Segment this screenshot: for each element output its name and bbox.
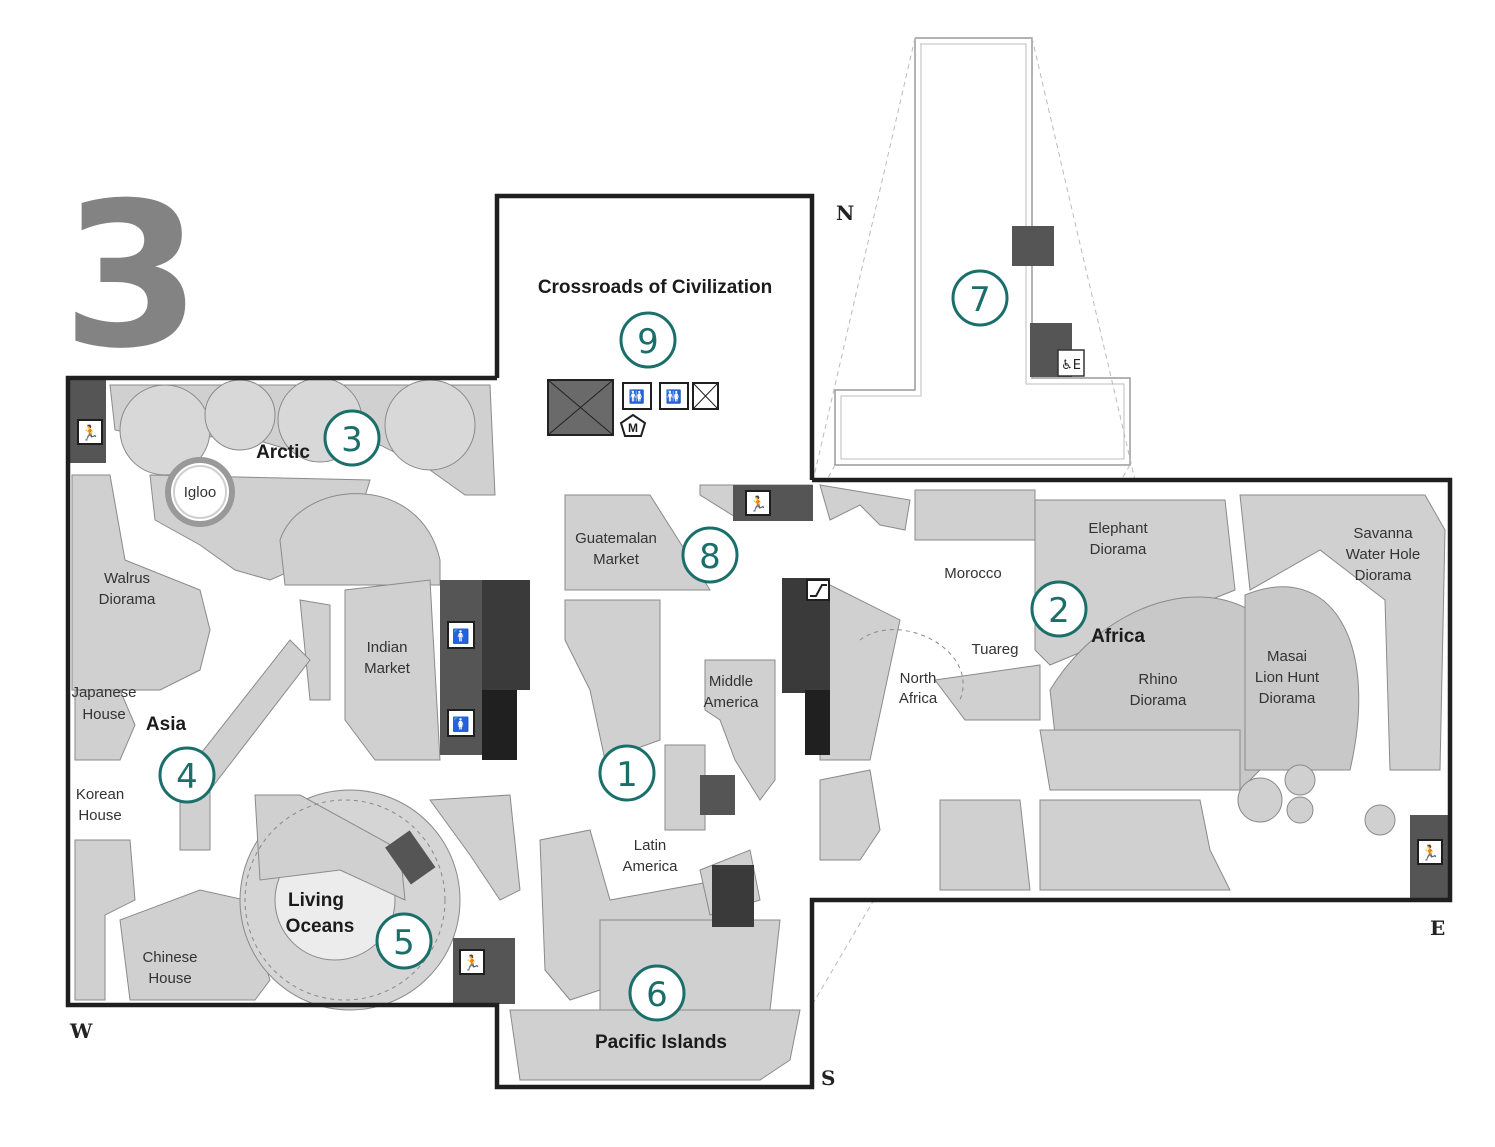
svg-text:🚹: 🚹	[452, 628, 469, 645]
label-morocco: Morocco	[944, 565, 1002, 582]
svg-text:5: 5	[393, 923, 415, 963]
label-japanese: House	[82, 706, 125, 723]
restroom-icon: 🚻	[622, 382, 652, 410]
label-latin-america: Latin	[634, 837, 667, 854]
label-savanna: Savanna	[1353, 525, 1413, 542]
label-rhino: Rhino	[1138, 671, 1177, 688]
svg-text:🏃: 🏃	[463, 954, 482, 972]
svg-text:🏃: 🏃	[1421, 844, 1440, 862]
exit-icon: 🏃	[1417, 839, 1443, 865]
label-elephant: Elephant	[1088, 520, 1148, 537]
label-africa: Africa	[1091, 626, 1145, 647]
svg-text:🚻: 🚻	[666, 389, 682, 405]
outer-walls	[65, 193, 1453, 1090]
label-guatemalan: Market	[593, 551, 640, 568]
gallery-marker-5[interactable]: 5	[375, 912, 433, 970]
gallery-markers[interactable]: 1 2 3 4 5 6 7 8	[158, 269, 1088, 1022]
svg-text:🚻: 🚻	[629, 389, 645, 405]
label-korean: House	[78, 807, 121, 824]
elevator-icon	[692, 382, 719, 410]
living-oceans-ring	[244, 799, 446, 1001]
label-latin-america: America	[622, 858, 678, 875]
gallery-marker-8[interactable]: 8	[681, 526, 739, 584]
escalator-icon	[806, 579, 830, 601]
svg-text:3: 3	[341, 420, 363, 460]
label-masai: Masai	[1267, 648, 1307, 665]
svg-text:🏃: 🏃	[749, 495, 768, 513]
label-crossroads: Crossroads of Civilization	[538, 277, 772, 298]
accessible-icon: ♿E	[1061, 358, 1081, 373]
svg-text:🏃: 🏃	[81, 424, 100, 442]
label-igloo: Igloo	[184, 484, 217, 501]
label-indian: Indian	[367, 639, 408, 656]
exit-icon: 🏃	[459, 949, 485, 975]
compass-south: S	[821, 1066, 835, 1090]
label-tuareg: Tuareg	[972, 641, 1019, 658]
annex-outline: ♿E	[499, 37, 1136, 1081]
svg-text:6: 6	[646, 975, 668, 1015]
museum-store-icon: M	[619, 413, 647, 437]
annex-stairs-1	[1012, 226, 1054, 266]
gallery-marker-6[interactable]: 6	[628, 964, 686, 1022]
compass-north: N	[836, 201, 854, 225]
label-guatemalan: Guatemalan	[575, 530, 657, 547]
restroom-icon: 🚻	[659, 382, 689, 410]
label-chinese: House	[148, 970, 191, 987]
floor-number: 3	[62, 160, 201, 393]
label-asia: Asia	[146, 714, 187, 735]
accessible-elevator-icon	[1057, 349, 1085, 377]
label-rhino: Diorama	[1130, 692, 1187, 709]
label-japanese: Japanese	[71, 684, 136, 701]
label-chinese: Chinese	[142, 949, 197, 966]
minor-labels: Igloo Walrus Diorama Japanese House Kore…	[71, 484, 1420, 987]
label-elephant: Diorama	[1090, 541, 1147, 558]
exit-icon: 🏃	[77, 419, 103, 445]
svg-text:8: 8	[699, 537, 721, 577]
svg-text:1: 1	[616, 755, 638, 795]
gallery-marker-7[interactable]: 7	[951, 269, 1009, 327]
gallery-marker-9[interactable]: 9	[619, 311, 677, 369]
igloo	[165, 457, 235, 527]
svg-text:M: M	[628, 421, 638, 435]
label-savanna: Diorama	[1355, 567, 1412, 584]
gallery-marker-4[interactable]: 4	[158, 746, 216, 804]
svg-text:7: 7	[969, 280, 991, 320]
restroom-icon: 🚺	[447, 709, 475, 737]
label-north-africa: North	[900, 670, 937, 687]
label-middle-america: America	[703, 694, 759, 711]
svg-text:2: 2	[1048, 591, 1070, 631]
exit-icon: 🏃	[745, 490, 771, 516]
label-living-oceans-2: Oceans	[286, 916, 355, 937]
label-north-africa: Africa	[899, 690, 938, 707]
label-korean: Korean	[76, 786, 124, 803]
label-walrus: Walrus	[104, 570, 150, 587]
label-middle-america: Middle	[709, 673, 753, 690]
gallery-marker-2[interactable]: 2	[1030, 580, 1088, 638]
gallery-marker-3[interactable]: 3	[323, 409, 381, 467]
compass-east: E	[1430, 916, 1445, 940]
label-indian: Market	[364, 660, 411, 677]
label-pacific-islands: Pacific Islands	[595, 1032, 727, 1053]
label-masai: Lion Hunt	[1255, 669, 1320, 686]
label-walrus: Diorama	[99, 591, 156, 608]
svg-text:4: 4	[176, 757, 198, 797]
svg-text:🚺: 🚺	[452, 716, 469, 733]
label-arctic: Arctic	[256, 442, 310, 463]
restroom-icon: 🚹	[447, 621, 475, 649]
label-savanna: Water Hole	[1346, 546, 1420, 563]
compass-west: W	[69, 1019, 93, 1043]
label-living-oceans-1: Living	[288, 890, 344, 911]
label-masai: Diorama	[1259, 690, 1316, 707]
gallery-marker-1[interactable]: 1	[598, 744, 656, 802]
svg-text:9: 9	[637, 322, 659, 362]
